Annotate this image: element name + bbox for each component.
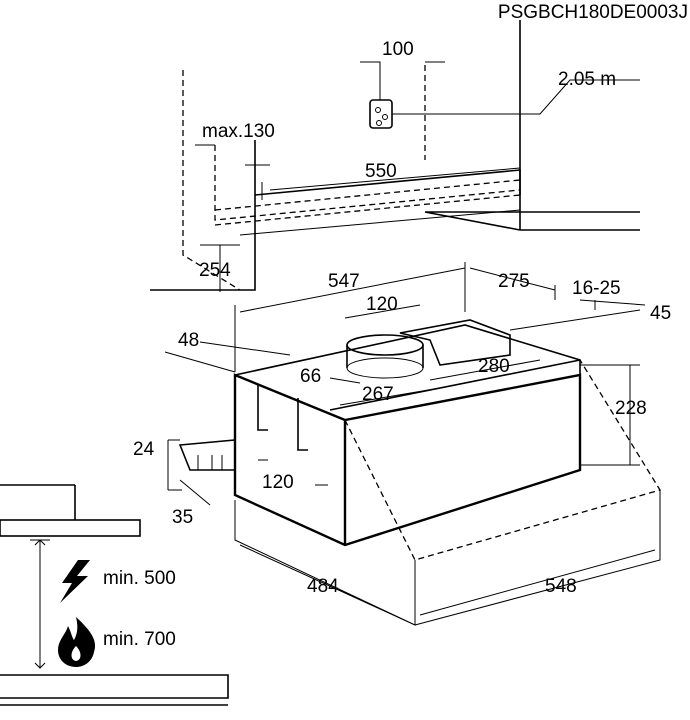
dim-cabinet-gap: 254: [199, 260, 231, 281]
dim-front-offset: 66: [300, 366, 321, 387]
dim-mid-width: 267: [362, 384, 394, 405]
dim-front-depth: 484: [307, 576, 339, 597]
wall-cabinets: [150, 20, 640, 292]
dim-bracket-spacing: 120: [262, 472, 294, 493]
dim-hood-height: 228: [615, 398, 647, 419]
drawing-code: PSGBCH180DE0003J: [498, 2, 688, 23]
lightning-icon: [60, 560, 90, 603]
clearance-electric-label: min. 500: [103, 568, 176, 589]
hood-body: [178, 319, 662, 561]
dim-bracket-depth: 35: [172, 507, 193, 528]
dim-bracket-height: 24: [133, 439, 155, 460]
dimension-lines: [164, 262, 661, 626]
dim-left-offset: 48: [178, 330, 199, 351]
dim-duct-diameter: 120: [366, 294, 398, 315]
dim-cable-length: 2.05 m: [558, 69, 616, 90]
dim-duct-offset: 100: [382, 39, 414, 60]
dim-max-depth: max.130: [202, 121, 275, 142]
dim-front-width: 548: [545, 576, 577, 597]
dim-hood-width: 547: [328, 271, 360, 292]
dim-range: 16-25: [572, 278, 621, 299]
dim-side-depth: 275: [498, 271, 530, 292]
clearance-view: [0, 484, 229, 706]
dim-cabinet-width: 550: [365, 161, 397, 182]
dim-rear-width: 280: [478, 356, 510, 377]
flame-icon: [58, 617, 96, 667]
dim-top-height: 45: [650, 303, 671, 324]
clearance-gas-label: min. 700: [103, 629, 176, 650]
